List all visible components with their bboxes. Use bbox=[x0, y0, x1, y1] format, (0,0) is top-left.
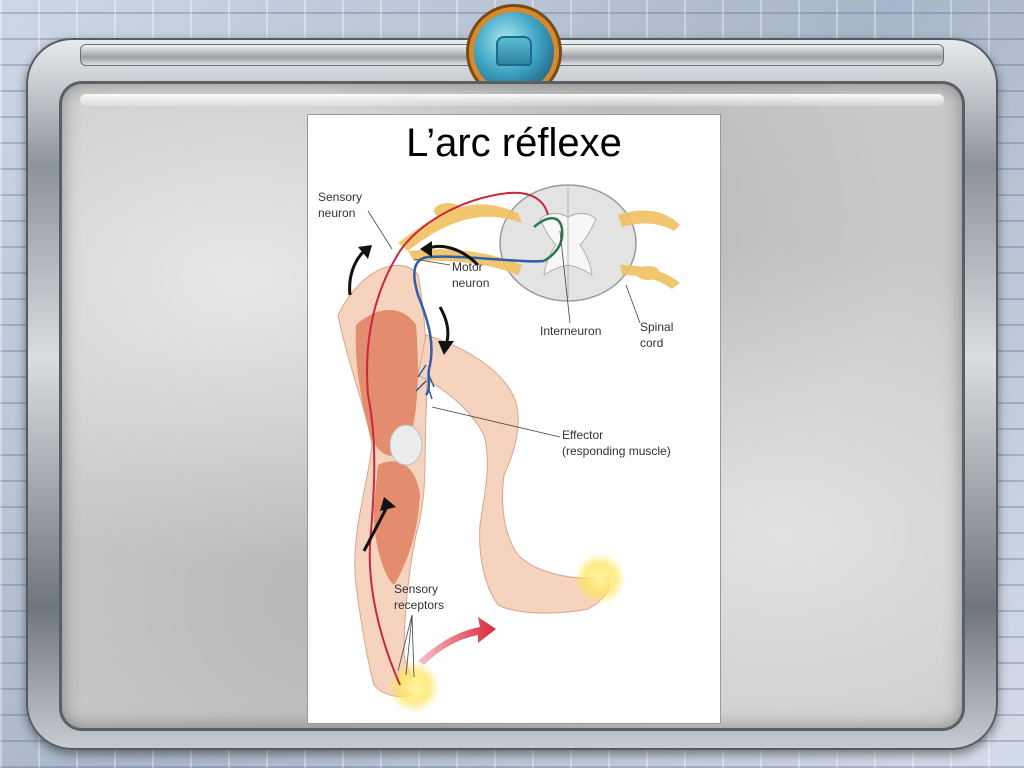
sensory-neuron-path bbox=[366, 191, 549, 686]
label-interneuron: Interneuron bbox=[540, 324, 601, 338]
label-motor-neuron-1: Motor bbox=[452, 260, 483, 274]
screen-gloss bbox=[80, 94, 944, 106]
badge-icon bbox=[496, 36, 532, 66]
label-motor-neuron-2: neuron bbox=[452, 276, 489, 290]
label-sensory-receptors-1: Sensory bbox=[394, 582, 438, 596]
slide-panel: L’arc réflexe bbox=[308, 115, 720, 723]
reflex-arc-diagram: Sensory neuron Motor neuron Interneuron … bbox=[318, 184, 680, 713]
spinal-cord bbox=[499, 184, 637, 302]
arrow-heads bbox=[358, 241, 454, 511]
motor-neuron-path bbox=[413, 255, 545, 396]
label-effector-2: (responding muscle) bbox=[562, 444, 671, 458]
label-spinal-cord-1: Spinal bbox=[640, 320, 673, 334]
label-sensory-neuron-2: neuron bbox=[318, 206, 355, 220]
label-spinal-cord-2: cord bbox=[640, 336, 663, 350]
label-sensory-neuron-1: Sensory bbox=[318, 190, 362, 204]
label-effector-1: Effector bbox=[562, 428, 603, 442]
frame-badge bbox=[474, 12, 554, 92]
leader-lines bbox=[367, 210, 641, 678]
label-sensory-receptors-2: receptors bbox=[394, 598, 444, 612]
slide-title: L’arc réflexe bbox=[406, 121, 622, 165]
standing-leg bbox=[337, 264, 428, 698]
motor-end-plates bbox=[415, 364, 435, 400]
stimulus-glow-lifted-foot bbox=[574, 553, 626, 605]
interneuron-path bbox=[533, 217, 564, 263]
withdrawal-arrow bbox=[418, 617, 496, 665]
stimulus-glow-standing-foot bbox=[388, 661, 440, 713]
